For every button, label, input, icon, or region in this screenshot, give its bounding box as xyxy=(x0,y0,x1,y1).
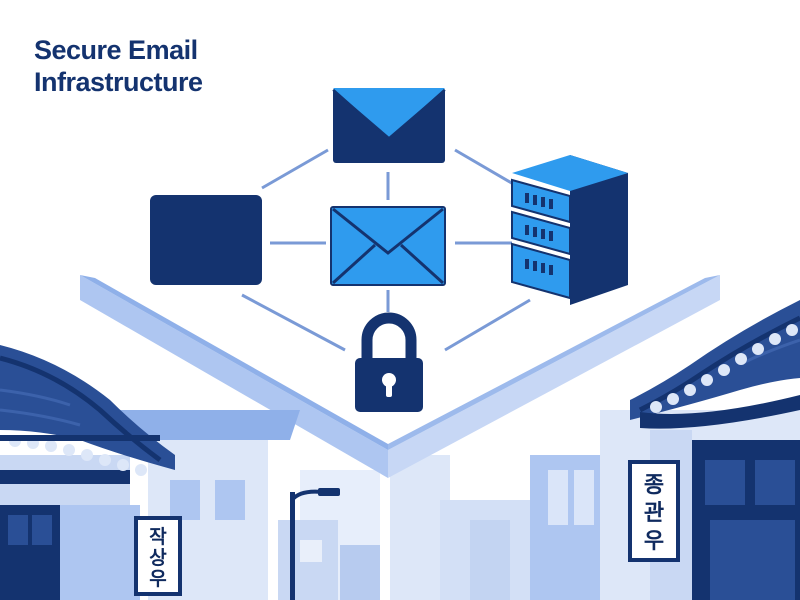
svg-text:우: 우 xyxy=(149,568,166,590)
page-title: Secure Email Infrastructure xyxy=(34,34,354,98)
connector-lines xyxy=(241,148,531,352)
roof-tiles xyxy=(650,324,798,413)
svg-text:관: 관 xyxy=(644,501,664,526)
connector-line xyxy=(444,298,531,352)
svg-text:상: 상 xyxy=(149,547,167,569)
left-building xyxy=(0,345,300,600)
street-lamp-icon xyxy=(290,488,340,600)
device-icon xyxy=(150,195,262,285)
svg-text:우: 우 xyxy=(644,529,664,554)
envelope-icon xyxy=(332,88,446,163)
title-line-1: Secure Email xyxy=(34,35,198,65)
svg-text:작: 작 xyxy=(149,526,167,548)
right-building xyxy=(530,300,800,600)
left-sign: 작 상 우 xyxy=(134,516,182,596)
platform xyxy=(80,275,720,478)
title-line-2: Infrastructure xyxy=(34,67,203,97)
connector-line xyxy=(454,148,516,187)
roof-tiles xyxy=(9,435,147,476)
right-sign: 종 관 우 xyxy=(628,460,680,562)
envelope-icon xyxy=(330,206,446,286)
padlock-icon xyxy=(355,312,423,412)
connector-line xyxy=(241,293,346,352)
svg-text:종: 종 xyxy=(644,473,664,498)
server-icon xyxy=(511,155,628,305)
connector-line xyxy=(261,148,329,190)
